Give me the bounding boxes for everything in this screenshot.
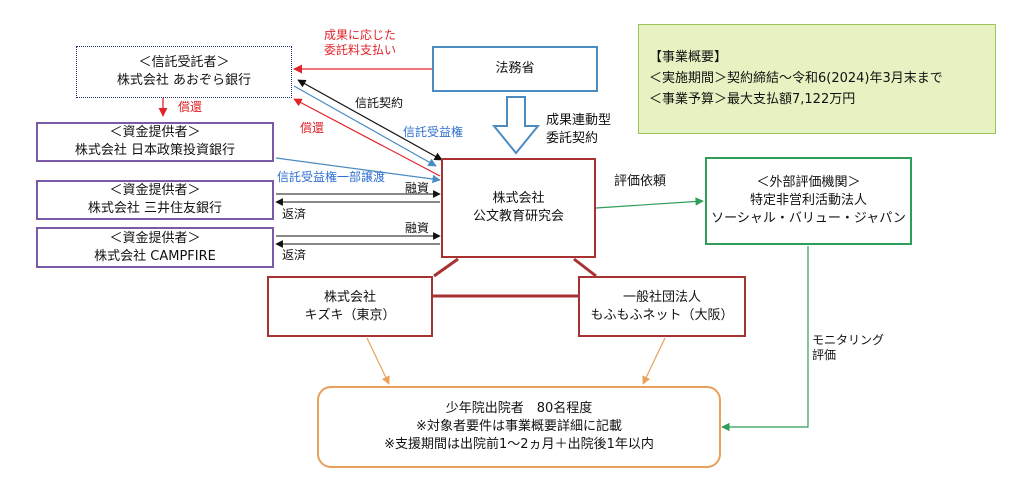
target-line3: ※支援期間は出院前1～2ヵ月＋出院後1年以内: [384, 437, 654, 452]
dbj-title: ＜資金提供者＞: [109, 125, 201, 140]
pbc-contract-arrow: [491, 96, 541, 155]
support-arrow-mofumofu: [642, 337, 666, 385]
repay-label-kumon: 償還: [300, 121, 325, 135]
trust-partial-label: 信託受益権一部譲渡: [277, 170, 386, 184]
outcome-fee-label: 成果に応じた 委託料支払い: [324, 28, 396, 58]
campfire-name: 株式会社 CAMPFIRE: [94, 248, 216, 264]
smbc-title: ＜資金提供者＞: [109, 183, 201, 198]
smbc-box: ＜資金提供者＞ 株式会社 三井住友銀行: [36, 180, 274, 220]
kumon-line2: 公文教育研究会: [472, 209, 564, 224]
loan-label-campfire: 融資: [405, 221, 430, 235]
summary-box: 【事業概要】 ＜実施期間＞契約締結～令和6(2024)年3月末まで ＜事業予算＞…: [638, 24, 996, 134]
support-arrow-kizuki: [366, 337, 390, 385]
mofumofu-box: 一般社団法人 もふもふネット（大阪）: [578, 276, 746, 337]
outcome-fee-line1: 成果に応じた: [324, 28, 397, 42]
moj-name: 法務省: [495, 61, 535, 76]
trust-partial-arrow: [275, 157, 441, 184]
repay-label-campfire: 返済: [282, 248, 307, 262]
smbc-name: 株式会社 三井住友銀行: [87, 201, 223, 216]
target-line1: 少年院出院者 80名程度: [445, 401, 593, 416]
trustee-name: 株式会社 あおぞら銀行: [116, 73, 252, 88]
summary-budget: ＜事業予算＞最大支払額7,122万円: [649, 92, 856, 107]
outcome-fee-line2: 委託料支払い: [324, 43, 397, 57]
link-kumon-kizuki: [433, 257, 459, 278]
evaluator-box: ＜外部評価機関＞ 特定非営利活動法人 ソーシャル・バリュー・ジャパン: [705, 157, 912, 245]
pbc-line2: 委託契約: [546, 131, 599, 146]
monitoring-label: モニタリング 評価: [812, 333, 884, 363]
monitoring-line1: モニタリング: [812, 333, 885, 347]
mofumofu-line1: 一般社団法人: [622, 289, 701, 305]
moj-box: 法務省: [432, 46, 598, 92]
trust-benefit-label: 信託受益権: [403, 125, 464, 139]
trustee-box: ＜信託受託者＞ 株式会社 あおぞら銀行: [76, 46, 292, 98]
repay-label-smbc: 返済: [282, 207, 307, 221]
campfire-box: ＜資金提供者＞ 株式会社 CAMPFIRE: [36, 227, 274, 268]
kumon-line1: 株式会社: [492, 191, 545, 206]
monitoring-line2: 評価: [812, 348, 837, 362]
mofumofu-line2: もふもふネット（大阪）: [590, 307, 734, 323]
evaluator-title: ＜外部評価機関＞: [756, 175, 861, 190]
pbc-label: 成果連動型 委託契約: [546, 112, 611, 148]
trust-contract-arrow: [297, 79, 443, 161]
evaluator-line2: 特定非営利活動法人: [749, 193, 867, 208]
trust-benefit-arrow: [293, 85, 437, 167]
evaluator-line3: ソーシャル・バリュー・ジャパン: [711, 211, 906, 226]
target-box: 少年院出院者 80名程度 ※対象者要件は事業概要詳細に記載 ※支援期間は出院前1…: [317, 386, 721, 468]
kumon-box: 株式会社 公文教育研究会: [441, 158, 596, 258]
target-line2: ※対象者要件は事業概要詳細に記載: [416, 419, 622, 434]
kizuki-line1: 株式会社: [323, 289, 376, 305]
link-kumon-mofumofu: [573, 257, 597, 278]
monitoring-arrow: [721, 246, 809, 432]
trustee-title: ＜信託受託者＞: [138, 55, 230, 70]
pbc-line1: 成果連動型: [546, 113, 612, 128]
eval-request-label: 評価依頼: [614, 174, 667, 189]
eval-request-arrow: [595, 197, 704, 209]
dbj-name: 株式会社 日本政策投資銀行: [74, 143, 236, 158]
summary-period: ＜実施期間＞契約締結～令和6(2024)年3月末まで: [649, 71, 943, 86]
summary-heading: 【事業概要】: [649, 50, 728, 65]
kizuki-line2: キズキ（東京）: [304, 307, 396, 323]
kizuki-box: 株式会社 キズキ（東京）: [267, 276, 433, 337]
campfire-title: ＜資金提供者＞: [109, 230, 201, 246]
loan-label-smbc: 融資: [405, 181, 430, 195]
dbj-box: ＜資金提供者＞ 株式会社 日本政策投資銀行: [36, 122, 274, 162]
repay-arrow-kumon: [293, 98, 441, 177]
trust-contract-label: 信託契約: [355, 96, 404, 110]
repay-label-trustee: 償還: [178, 100, 203, 114]
